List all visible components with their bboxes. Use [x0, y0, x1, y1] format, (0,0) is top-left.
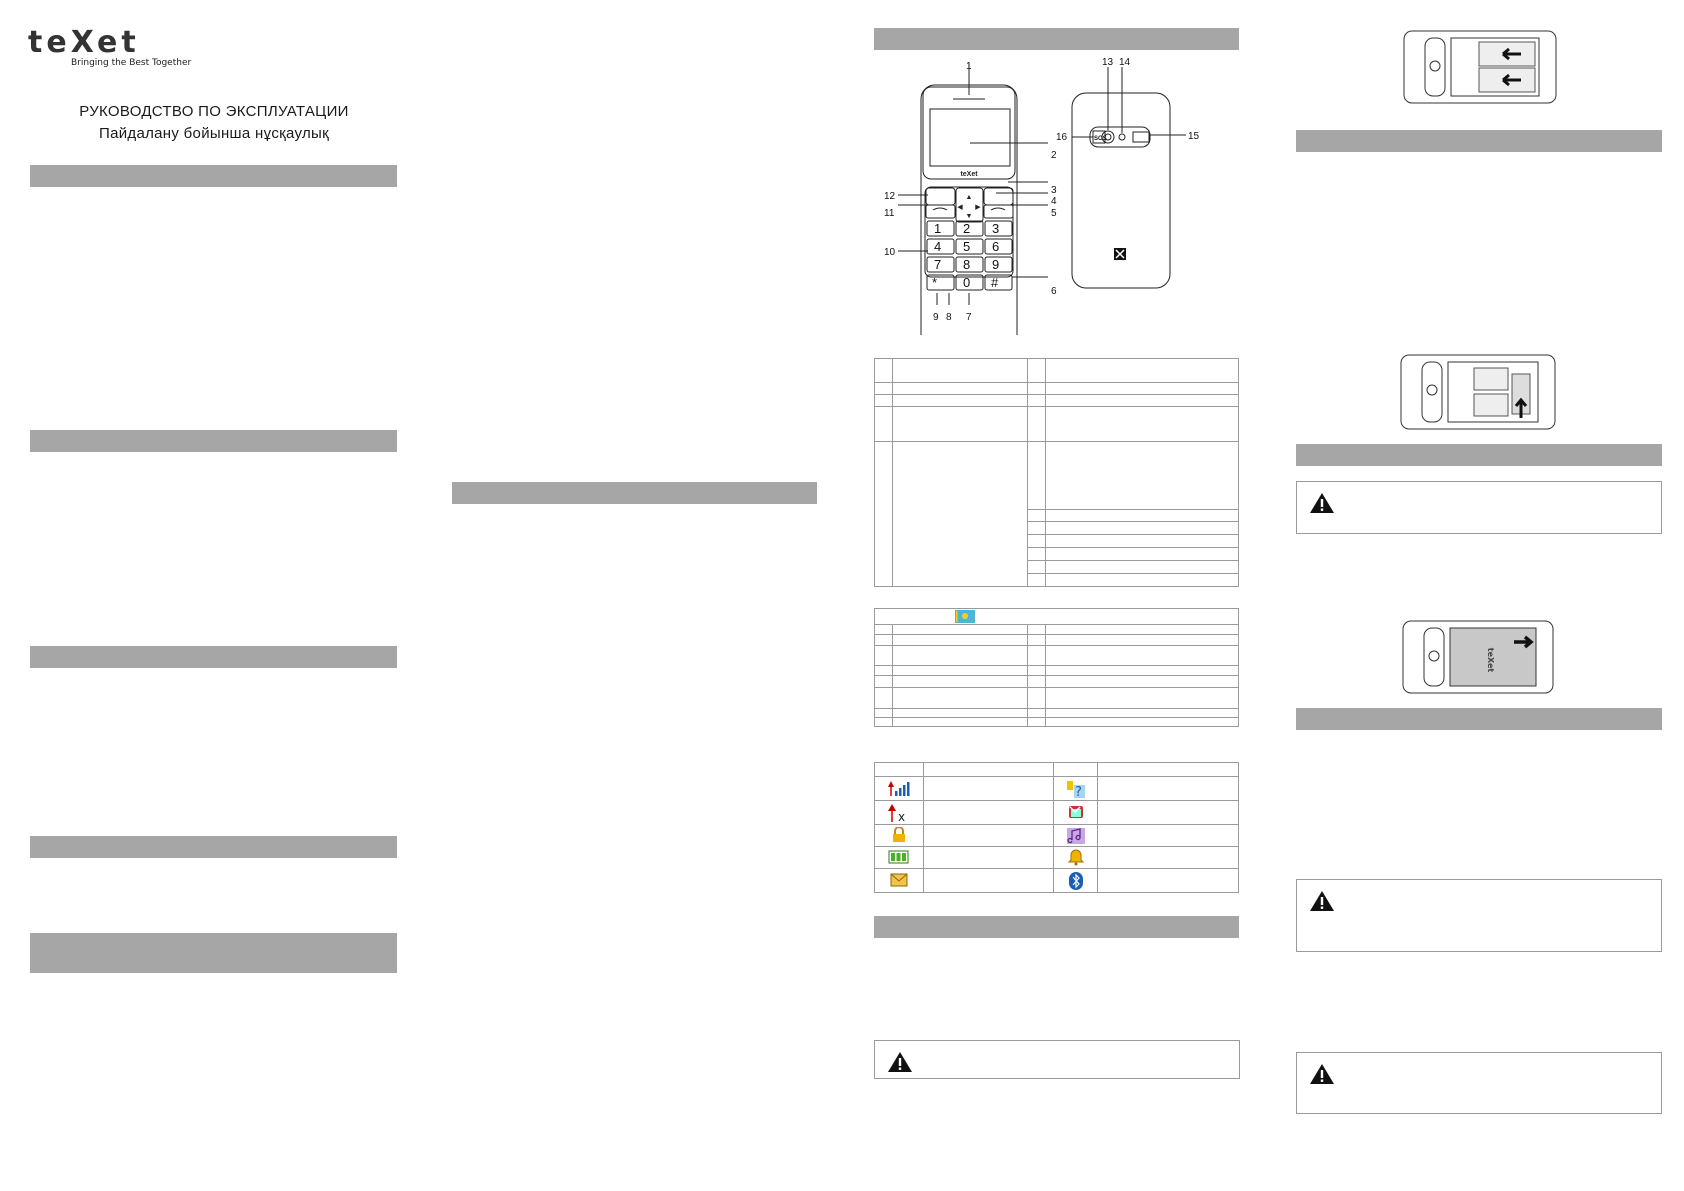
section-bar: [30, 836, 397, 858]
callout-7: 7: [966, 312, 972, 323]
warning-icon: [888, 1052, 912, 1072]
unknown-sim-icon: ?: [1066, 780, 1085, 799]
status-icons-table: ? x: [874, 762, 1239, 893]
manual-title-ru: РУКОВОДСТВО ПО ЭКСПЛУАТАЦИИ: [79, 103, 349, 120]
key-0: 0: [963, 275, 970, 290]
keypad-lock-icon: [893, 827, 905, 843]
key-star: *: [932, 275, 937, 290]
key-5: 5: [963, 239, 970, 254]
callout-10: 10: [884, 247, 896, 258]
callout-16: 16: [1056, 132, 1068, 143]
brand-slogan: Bringing the Best Together: [71, 58, 192, 68]
buttons-table-kz: [874, 608, 1239, 727]
section-bar: [874, 28, 1239, 50]
callout-3: 3: [1051, 185, 1057, 196]
phone-front-diagram: teXet ▲ ▼ ◀ ▶ 1 2 3 4 5 6 7 8 9 * 0 # 1 …: [884, 61, 1057, 335]
battery-full-icon: [888, 850, 909, 864]
key-4: 4: [934, 239, 941, 254]
buttons-table-ru: [874, 358, 1239, 587]
no-signal-icon: x: [888, 803, 905, 823]
section-bar: [452, 482, 817, 504]
section-bar: [30, 165, 397, 187]
battery-cover-diagram: teXet: [1402, 620, 1554, 694]
warning-icon: [1310, 891, 1334, 911]
kazakhstan-flag-icon: [955, 610, 975, 623]
warning-box: [1296, 481, 1662, 534]
svg-text:?: ?: [1075, 785, 1082, 799]
section-bar: [1296, 444, 1662, 466]
warning-box: [1296, 1052, 1662, 1114]
warning-icon: [1310, 493, 1334, 513]
section-bar: [30, 646, 397, 668]
section-bar: [30, 430, 397, 452]
battery-brand-label: teXet: [1486, 648, 1495, 673]
key-1: 1: [934, 221, 941, 236]
callout-15: 15: [1188, 131, 1200, 142]
warning-box: [874, 1040, 1240, 1079]
logo-wordmark: teXet: [28, 25, 140, 60]
phone-back-diagram: 13 14 15 16 SOS: [1056, 57, 1200, 289]
svg-text:◀: ◀: [957, 204, 963, 211]
callout-1: 1: [966, 61, 972, 72]
section-bar: [30, 933, 397, 973]
alarm-icon: [1067, 849, 1084, 866]
section-bar: [1296, 130, 1662, 152]
key-3: 3: [992, 221, 999, 236]
key-6: 6: [992, 239, 999, 254]
callout-6: 6: [1051, 286, 1057, 297]
warning-box: [1296, 879, 1662, 952]
sos-label: SOS: [1094, 136, 1107, 142]
section-bar: [1296, 708, 1662, 730]
key-2: 2: [963, 221, 970, 236]
bluetooth-icon: [1068, 871, 1083, 890]
callout-8: 8: [946, 312, 952, 323]
new-message-icon: [890, 873, 908, 887]
key-9: 9: [992, 257, 999, 272]
svg-text:▲: ▲: [966, 194, 973, 201]
callout-2: 2: [1051, 150, 1057, 161]
callout-12: 12: [884, 191, 896, 202]
sim-insert-diagram-2: [1400, 354, 1556, 430]
callout-14: 14: [1119, 57, 1131, 68]
phone-brand-label: teXet: [960, 171, 978, 178]
missed-call-icon: [1068, 806, 1083, 819]
callout-5: 5: [1051, 208, 1057, 219]
svg-text:▼: ▼: [966, 213, 973, 220]
callout-4: 4: [1051, 196, 1057, 207]
key-hash: #: [991, 275, 999, 290]
signal-strength-icon: [888, 781, 910, 797]
sim-insert-diagram-1: [1403, 30, 1557, 104]
section-bar: [874, 916, 1239, 938]
key-8: 8: [963, 257, 970, 272]
callout-11: 11: [884, 208, 895, 219]
key-7: 7: [934, 257, 941, 272]
warning-icon: [1310, 1064, 1334, 1084]
callout-9: 9: [933, 312, 939, 323]
callout-13: 13: [1102, 57, 1114, 68]
manual-title-kz: Пайдалану бойынша нұсқаулық: [99, 125, 329, 142]
svg-text:▶: ▶: [975, 204, 981, 211]
music-icon: [1066, 827, 1085, 844]
brand-logo: teXet Bringing the Best Together: [28, 25, 192, 69]
svg-text:x: x: [898, 810, 905, 823]
